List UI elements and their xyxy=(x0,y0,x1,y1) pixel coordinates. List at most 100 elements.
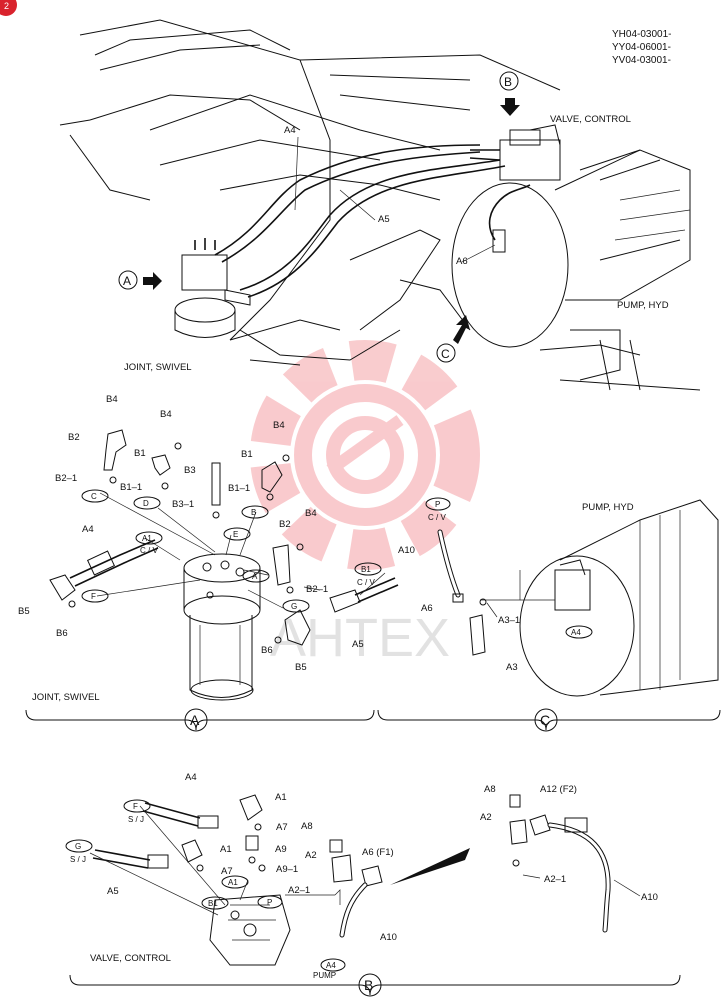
svg-text:A4: A4 xyxy=(326,961,336,970)
port-b1: B1 xyxy=(354,562,382,576)
port-e: E xyxy=(223,527,251,541)
badge-number: 2 xyxy=(4,1,9,11)
callout-b: B xyxy=(504,75,512,89)
label-cv: C / V xyxy=(357,578,375,587)
page-badge: 2 xyxy=(0,0,17,16)
section-c-title: PUMP, HYD xyxy=(582,502,634,513)
label-b1-1: B1–1 xyxy=(120,482,142,493)
section-b-labels: A4 A1 A7 A1 A7 A8 A9 A9–1 A2 A2–1 A6 (F1… xyxy=(65,772,658,980)
overview-joint-swivel-label: JOINT, SWIVEL xyxy=(124,362,192,373)
label-b1-1: B1–1 xyxy=(228,483,250,494)
overview-labels: B A C VALVE, CONTROL PUMP, HYD JOINT, SW… xyxy=(118,71,669,373)
port-b: B xyxy=(241,505,269,519)
label-a10: A10 xyxy=(398,545,415,556)
label-sj: S / J xyxy=(70,855,86,864)
port-g: G xyxy=(65,839,93,853)
overview-a6-label: A6 xyxy=(456,256,468,267)
port-d: D xyxy=(133,496,161,510)
section-b-drawing xyxy=(89,794,611,966)
svg-text:C: C xyxy=(91,492,97,501)
label-b2: B2 xyxy=(279,519,291,530)
svg-text:D: D xyxy=(143,499,149,508)
section-a-footer: A xyxy=(190,712,200,728)
callout-c-circle xyxy=(436,343,456,363)
callout-a-circle xyxy=(118,270,138,290)
callout-c: C xyxy=(441,347,450,361)
port-a: A xyxy=(242,569,270,583)
label-b6: B6 xyxy=(56,628,68,639)
svg-text:G: G xyxy=(291,602,297,611)
callout-b-circle xyxy=(499,71,519,91)
label-a5: A5 xyxy=(107,886,119,897)
port-f: F xyxy=(123,799,151,813)
callout-a: A xyxy=(123,274,131,288)
section-b-footer: B xyxy=(364,977,373,993)
arrow-a-right-icon xyxy=(143,272,162,290)
label-a4: A4 xyxy=(82,524,94,535)
port-c: C xyxy=(81,489,109,503)
pump-overview-disk xyxy=(451,182,569,348)
label-b3-1: B3–1 xyxy=(172,499,194,510)
arrow-c-icon xyxy=(453,315,470,344)
overview-a4-label: A4 xyxy=(284,125,296,136)
section-b-title: VALVE, CONTROL xyxy=(90,953,171,964)
svg-text:F: F xyxy=(91,592,96,601)
port-a4: A4 xyxy=(320,958,346,972)
section-a-title: JOINT, SWIVEL xyxy=(32,692,100,703)
svg-text:B1: B1 xyxy=(208,899,218,908)
label-a3: A3 xyxy=(506,662,518,673)
label-a8: A8 xyxy=(484,784,496,795)
label-a8: A8 xyxy=(301,821,313,832)
label-a7: A7 xyxy=(221,866,233,877)
label-a12-f2: A12 (F2) xyxy=(540,784,577,795)
serial-code-1: YH04-03001- xyxy=(612,29,671,40)
svg-text:B1: B1 xyxy=(361,565,371,574)
port-g: G xyxy=(282,599,310,613)
section-a-drawing xyxy=(49,429,399,701)
label-b4: B4 xyxy=(106,394,118,405)
port-p: P xyxy=(425,497,451,511)
label-b1: B1 xyxy=(134,448,146,459)
section-c-labels: P C / V A10 A6 A3–1 A3 A4 PUMP, HYD xyxy=(398,497,634,673)
port-a4: A4 xyxy=(565,625,593,639)
detail-wedge-icon xyxy=(390,848,470,885)
overview-drawing xyxy=(59,19,701,391)
label-a9-1: A9–1 xyxy=(276,864,298,875)
label-a7: A7 xyxy=(276,822,288,833)
svg-text:P: P xyxy=(267,898,272,907)
port-a1: A1 xyxy=(135,531,163,545)
label-b5: B5 xyxy=(18,606,30,617)
section-c-drawing xyxy=(437,499,719,697)
svg-text:A1: A1 xyxy=(228,878,238,887)
svg-text:E: E xyxy=(233,530,238,539)
watermark-gear-logo xyxy=(250,340,480,570)
section-b-brace: B xyxy=(69,973,681,997)
serial-code-3: YV04-03001- xyxy=(612,55,671,66)
label-b2: B2 xyxy=(68,432,80,443)
port-b1: B1 xyxy=(201,896,229,910)
control-valve-overview-icon xyxy=(469,124,561,181)
section-a-labels: B4 B4 B4 B4 B2 B2 B1 B1 B2–1 B2–1 B1–1 B… xyxy=(18,394,382,703)
label-a6-f1: A6 (F1) xyxy=(362,847,394,858)
label-a2-1: A2–1 xyxy=(544,874,566,885)
serial-code-2: YY04-06001- xyxy=(612,42,671,53)
section-ac-brace: A C xyxy=(25,708,721,732)
port-a1: A1 xyxy=(221,875,249,889)
overview-valve-control-label: VALVE, CONTROL xyxy=(550,114,631,125)
label-b4: B4 xyxy=(273,420,285,431)
svg-text:G: G xyxy=(75,842,81,851)
overview-pump-hyd-label: PUMP, HYD xyxy=(617,300,669,311)
label-a1: A1 xyxy=(220,844,232,855)
label-pump: PUMP xyxy=(313,971,336,980)
label-b2-1: B2–1 xyxy=(55,473,77,484)
svg-text:A: A xyxy=(252,572,258,581)
label-a2: A2 xyxy=(480,812,492,823)
port-f: F xyxy=(81,589,109,603)
swivel-joint-overview-icon xyxy=(174,238,251,338)
label-cv: C / V xyxy=(428,513,446,522)
label-a10: A10 xyxy=(380,932,397,943)
label-b5: B5 xyxy=(295,662,307,673)
label-a6: A6 xyxy=(421,603,433,614)
label-a9: A9 xyxy=(275,844,287,855)
label-a3-1: A3–1 xyxy=(498,615,520,626)
